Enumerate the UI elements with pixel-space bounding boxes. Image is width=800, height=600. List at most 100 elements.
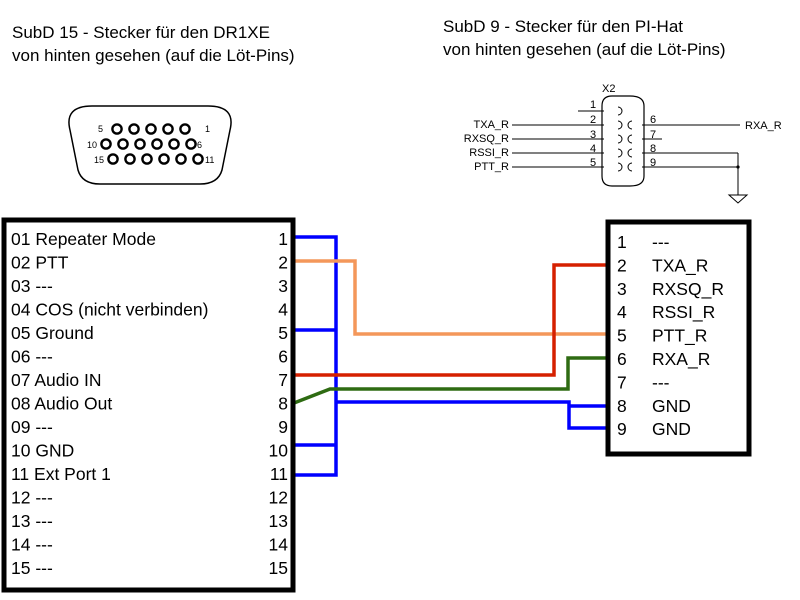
db9-pin-label: PTT_R — [652, 326, 707, 347]
db15-pin-number: 4 — [278, 300, 288, 320]
db15-label-1: 1 — [205, 124, 210, 134]
wire-ptt-orange — [294, 259, 609, 336]
db9-contact-arc — [627, 162, 633, 172]
db15-pin-hole — [145, 123, 157, 135]
db15-label-5: 5 — [98, 124, 103, 134]
db15-pin-hole — [151, 138, 163, 150]
db9-pin-6: 6 — [650, 114, 656, 126]
right-title-line1: SubD 9 - Stecker für den PI-Hat — [443, 17, 683, 36]
db9-pin-7: 7 — [650, 129, 656, 141]
db9-pin-3: 3 — [590, 129, 596, 141]
db15-pin-label: 06 --- — [11, 347, 53, 367]
db15-pin-hole — [134, 138, 146, 150]
db15-pin-number: 3 — [278, 276, 288, 296]
db9-pin-number: 2 — [617, 255, 627, 275]
ground-symbol-icon — [727, 194, 749, 204]
db9-pin-label: --- — [652, 232, 670, 252]
db9-pin-5: 5 — [590, 157, 596, 169]
left-title-line2: von hinten gesehen (auf die Löt-Pins) — [12, 46, 295, 65]
db15-pin-number: 12 — [269, 488, 288, 508]
db15-pin-hole — [185, 138, 197, 150]
db15-pin-number: 10 — [269, 441, 289, 461]
db15-pin-label: 09 --- — [11, 417, 53, 437]
db9-signal-rssi: RSSI_R — [469, 147, 509, 159]
db9-pin-number: 6 — [617, 349, 627, 369]
db9-signal-rxa: RXA_R — [745, 120, 782, 132]
db15-pin-label: 05 Ground — [11, 323, 94, 343]
db9-pin-number: 1 — [617, 232, 627, 252]
db9-pin-number: 4 — [617, 302, 627, 322]
db9-pin-1: 1 — [590, 99, 596, 111]
db9-pin-number: 9 — [617, 419, 627, 439]
db15-pin-number: 11 — [270, 464, 288, 484]
db9-signal-ptt: PTT_R — [474, 161, 509, 173]
db15-pin-label: 07 Audio IN — [11, 370, 101, 390]
db9-contact-arc — [627, 134, 633, 144]
db15-pin-number: 5 — [278, 323, 288, 343]
db9-schematic: X2 1 2 3 4 5 6 7 8 9 TXA_R RXSQ_R RSSI_R… — [464, 83, 782, 204]
db15-label-11: 11 — [205, 155, 214, 165]
db15-pin-label: 04 COS (nicht verbinden) — [11, 300, 208, 320]
db15-pin-label: 10 GND — [11, 441, 74, 461]
db15-pin-hole — [141, 153, 153, 165]
db15-pin-label: 14 --- — [11, 535, 53, 555]
db9-pin-label: TXA_R — [652, 255, 708, 276]
db15-pin-hole — [107, 153, 119, 165]
db15-pin-label: 02 PTT — [11, 253, 69, 273]
db15-pin-hole — [168, 138, 180, 150]
db15-pin-hole — [175, 153, 187, 165]
db9-contact-arc — [617, 106, 623, 116]
db15-pin-number: 15 — [269, 558, 288, 578]
db15-pin-label: 01 Repeater Mode — [11, 229, 156, 249]
db15-pin-number: 14 — [269, 535, 289, 555]
db9-contact-arc — [627, 120, 633, 130]
right-title-line2: von hinten gesehen (auf die Löt-Pins) — [443, 40, 726, 59]
db9-pin-2: 2 — [590, 114, 596, 126]
db9-pin-number: 7 — [617, 372, 627, 392]
db9-pin-8: 8 — [650, 143, 656, 155]
db15-label-6: 6 — [197, 140, 202, 150]
db15-pin-label: 12 --- — [11, 488, 53, 508]
db15-pin-label: 13 --- — [11, 511, 53, 531]
db15-label-10: 10 — [87, 140, 97, 150]
wire-audio-out-green — [293, 356, 609, 405]
db15-pin-number: 2 — [278, 253, 288, 273]
db15-pin-number: 9 — [278, 417, 288, 437]
db15-connector-icon: 5 1 10 6 15 11 — [68, 105, 232, 185]
db15-pin-label: 03 --- — [11, 276, 53, 296]
db15-pin-holes — [100, 123, 204, 165]
db15-pin-number: 7 — [278, 370, 288, 390]
db9-pin-number: 3 — [617, 279, 627, 299]
db15-pin-hole — [117, 138, 129, 150]
db9-pin-label: GND — [652, 396, 691, 416]
db15-pin-hole — [179, 123, 191, 135]
db9-contact-arc — [617, 120, 623, 130]
db15-pin-label: 11 Ext Port 1 — [11, 464, 111, 484]
db9-pin-label: --- — [652, 372, 670, 392]
db9-pin-label: RSSI_R — [652, 302, 715, 323]
wire-ground-blue — [294, 235, 609, 477]
db9-pin-4: 4 — [590, 143, 596, 155]
db9-signal-rxsq: RXSQ_R — [464, 133, 509, 145]
db9-contact-arc — [627, 148, 633, 158]
db9-pin-9: 9 — [650, 157, 656, 169]
db15-pin-hole — [124, 153, 136, 165]
db9-contact-arcs — [617, 106, 633, 172]
db9-contact-arc — [617, 134, 623, 144]
db9-pin-number: 8 — [617, 396, 627, 416]
db9-contact-arc — [617, 148, 623, 158]
db9-signal-txa: TXA_R — [474, 119, 510, 131]
db15-pin-hole — [111, 123, 123, 135]
db9-pinout-box — [605, 219, 752, 457]
db15-pin-label: 15 --- — [11, 558, 53, 578]
db9-pin-number: 5 — [617, 326, 627, 346]
db9-pin-label: GND — [652, 419, 691, 439]
wire-audio-in-red — [294, 263, 609, 377]
db15-pinout-box — [1, 217, 296, 593]
db9-pin-label: RXSQ_R — [652, 279, 724, 300]
db15-label-15: 15 — [94, 155, 104, 165]
db15-pin-number: 6 — [278, 347, 288, 367]
